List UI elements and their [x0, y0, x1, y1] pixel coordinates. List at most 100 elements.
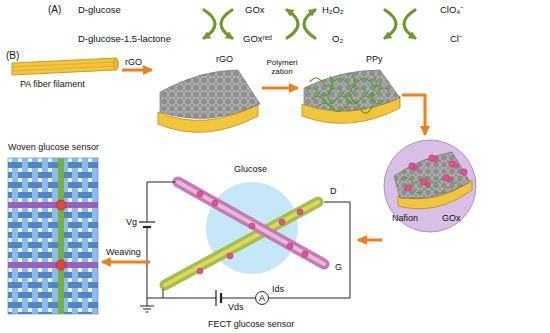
panel-label: (B) [6, 50, 19, 62]
nafion-gox-layer [448, 178, 453, 183]
terminal-label: D [330, 186, 337, 197]
ammeter-symbol: A [255, 291, 269, 305]
signal-label: Vg [126, 217, 137, 228]
reaction-arrows [204, 10, 415, 38]
nafion-gox-layer [404, 187, 454, 193]
nafion-gox-layer [426, 182, 431, 187]
sensor-stage: FECT glucose sensor A [150, 140, 358, 333]
ground-symbol [143, 309, 151, 310]
step-label: rGO [125, 57, 142, 68]
circuit-wire [147, 227, 216, 298]
signal-label: Vds [228, 302, 244, 313]
nafion-gox-layer [394, 152, 470, 199]
species-label: GOx [245, 4, 265, 15]
circuit-wire [269, 202, 350, 298]
fect-sensor [287, 243, 293, 249]
battery-symbol [139, 222, 221, 306]
woven-fabric [8, 158, 98, 314]
woven-sensor: Woven glucose sensor [4, 140, 102, 318]
panel-label: (A) [48, 4, 61, 16]
process-arrow [402, 95, 425, 135]
ppy-coated-fiber [304, 70, 400, 111]
species-label: D-glucose [78, 4, 121, 15]
species-label: Cl⁻ [450, 33, 462, 44]
battery-symbol [139, 221, 155, 222]
fect-sensor [178, 182, 324, 264]
fiber-filament [114, 58, 119, 70]
fect-sensor [249, 223, 255, 229]
nafion-gox-layer [461, 169, 467, 175]
ammeter-outline [256, 292, 269, 305]
rgo-coated-fiber [158, 70, 260, 132]
process-stage: rGO [152, 50, 262, 130]
nafion-gox-layer [384, 140, 476, 232]
rgo-coated-fiber [160, 70, 260, 118]
species-label: ClO₄⁻ [440, 4, 463, 15]
ppy-coated-fiber [306, 88, 390, 96]
fect-sensor [227, 253, 233, 259]
circuit-wire [221, 298, 255, 299]
woven-fabric [8, 202, 98, 208]
analyte-label: Glucose [234, 164, 267, 175]
reaction-arrows [221, 10, 232, 38]
battery-symbol [215, 290, 216, 306]
woven-fabric [8, 262, 98, 268]
ground-symbol [140, 306, 154, 307]
circuit-wire [147, 182, 175, 222]
nafion-gox-layer [384, 140, 476, 232]
process-arrow [262, 87, 298, 90]
ppy-coated-fiber [302, 70, 400, 123]
circuit-wire [147, 298, 148, 306]
ppy-coated-fiber [318, 101, 374, 113]
ppy-coated-fiber [306, 74, 390, 113]
woven-fabric [8, 158, 98, 314]
battery-symbol [220, 293, 222, 303]
stage-caption: PPy [366, 54, 383, 65]
terminal-label: G [335, 262, 342, 273]
fect-sensor [279, 219, 285, 225]
species-label: H₂O₂ [322, 4, 344, 15]
process-stage: NafionGOx [382, 135, 480, 250]
fiber-filament [12, 58, 116, 75]
reaction-arrows [287, 10, 298, 38]
reaction-arrows [304, 10, 315, 38]
reaction-arrows [385, 10, 396, 38]
process-stage: PA fiber filament [6, 55, 122, 97]
fect-sensor [297, 209, 303, 215]
fect-sensor [302, 251, 308, 257]
woven-fabric [58, 158, 64, 314]
ppy-coated-fiber [312, 96, 384, 104]
nafion-gox-layer [400, 177, 460, 193]
ppy-coated-fiber [328, 74, 377, 104]
process-stage: PPy [298, 48, 402, 120]
battery-symbol [143, 226, 151, 228]
signal-label: Ids [272, 284, 284, 295]
fect-sensor [197, 191, 203, 197]
ground-symbol [146, 312, 149, 313]
fect-sensor [165, 182, 324, 285]
fect-sensor [212, 200, 218, 206]
fect-sensor [197, 268, 203, 274]
nafion-gox-layer [405, 155, 467, 191]
stage-caption: rGO [216, 54, 233, 65]
nafion-gox-layer [405, 185, 411, 191]
circuit-wire [147, 182, 350, 306]
species-label: GOxʳᵉᵈ [243, 33, 272, 44]
stage-caption: FECT glucose sensor [208, 319, 294, 330]
fiber-filament [12, 62, 116, 71]
process-arrow [358, 239, 382, 242]
process-arrow [122, 69, 152, 72]
step-label: Polymerization [265, 58, 299, 76]
nafion-gox-layer [454, 164, 459, 169]
process-arrow [102, 261, 150, 264]
nafion-gox-layer [400, 177, 460, 183]
species-label: D-glucose-1,5-lactone [78, 33, 171, 44]
species-label: O₂ [332, 33, 343, 44]
ground-symbol [140, 306, 154, 312]
fect-sensor [197, 191, 308, 274]
enzyme-label: GOx [442, 213, 461, 224]
stage-caption: Woven glucose sensor [8, 142, 99, 153]
step-label: Weaving [106, 247, 141, 258]
nafion-gox-layer [414, 166, 419, 171]
